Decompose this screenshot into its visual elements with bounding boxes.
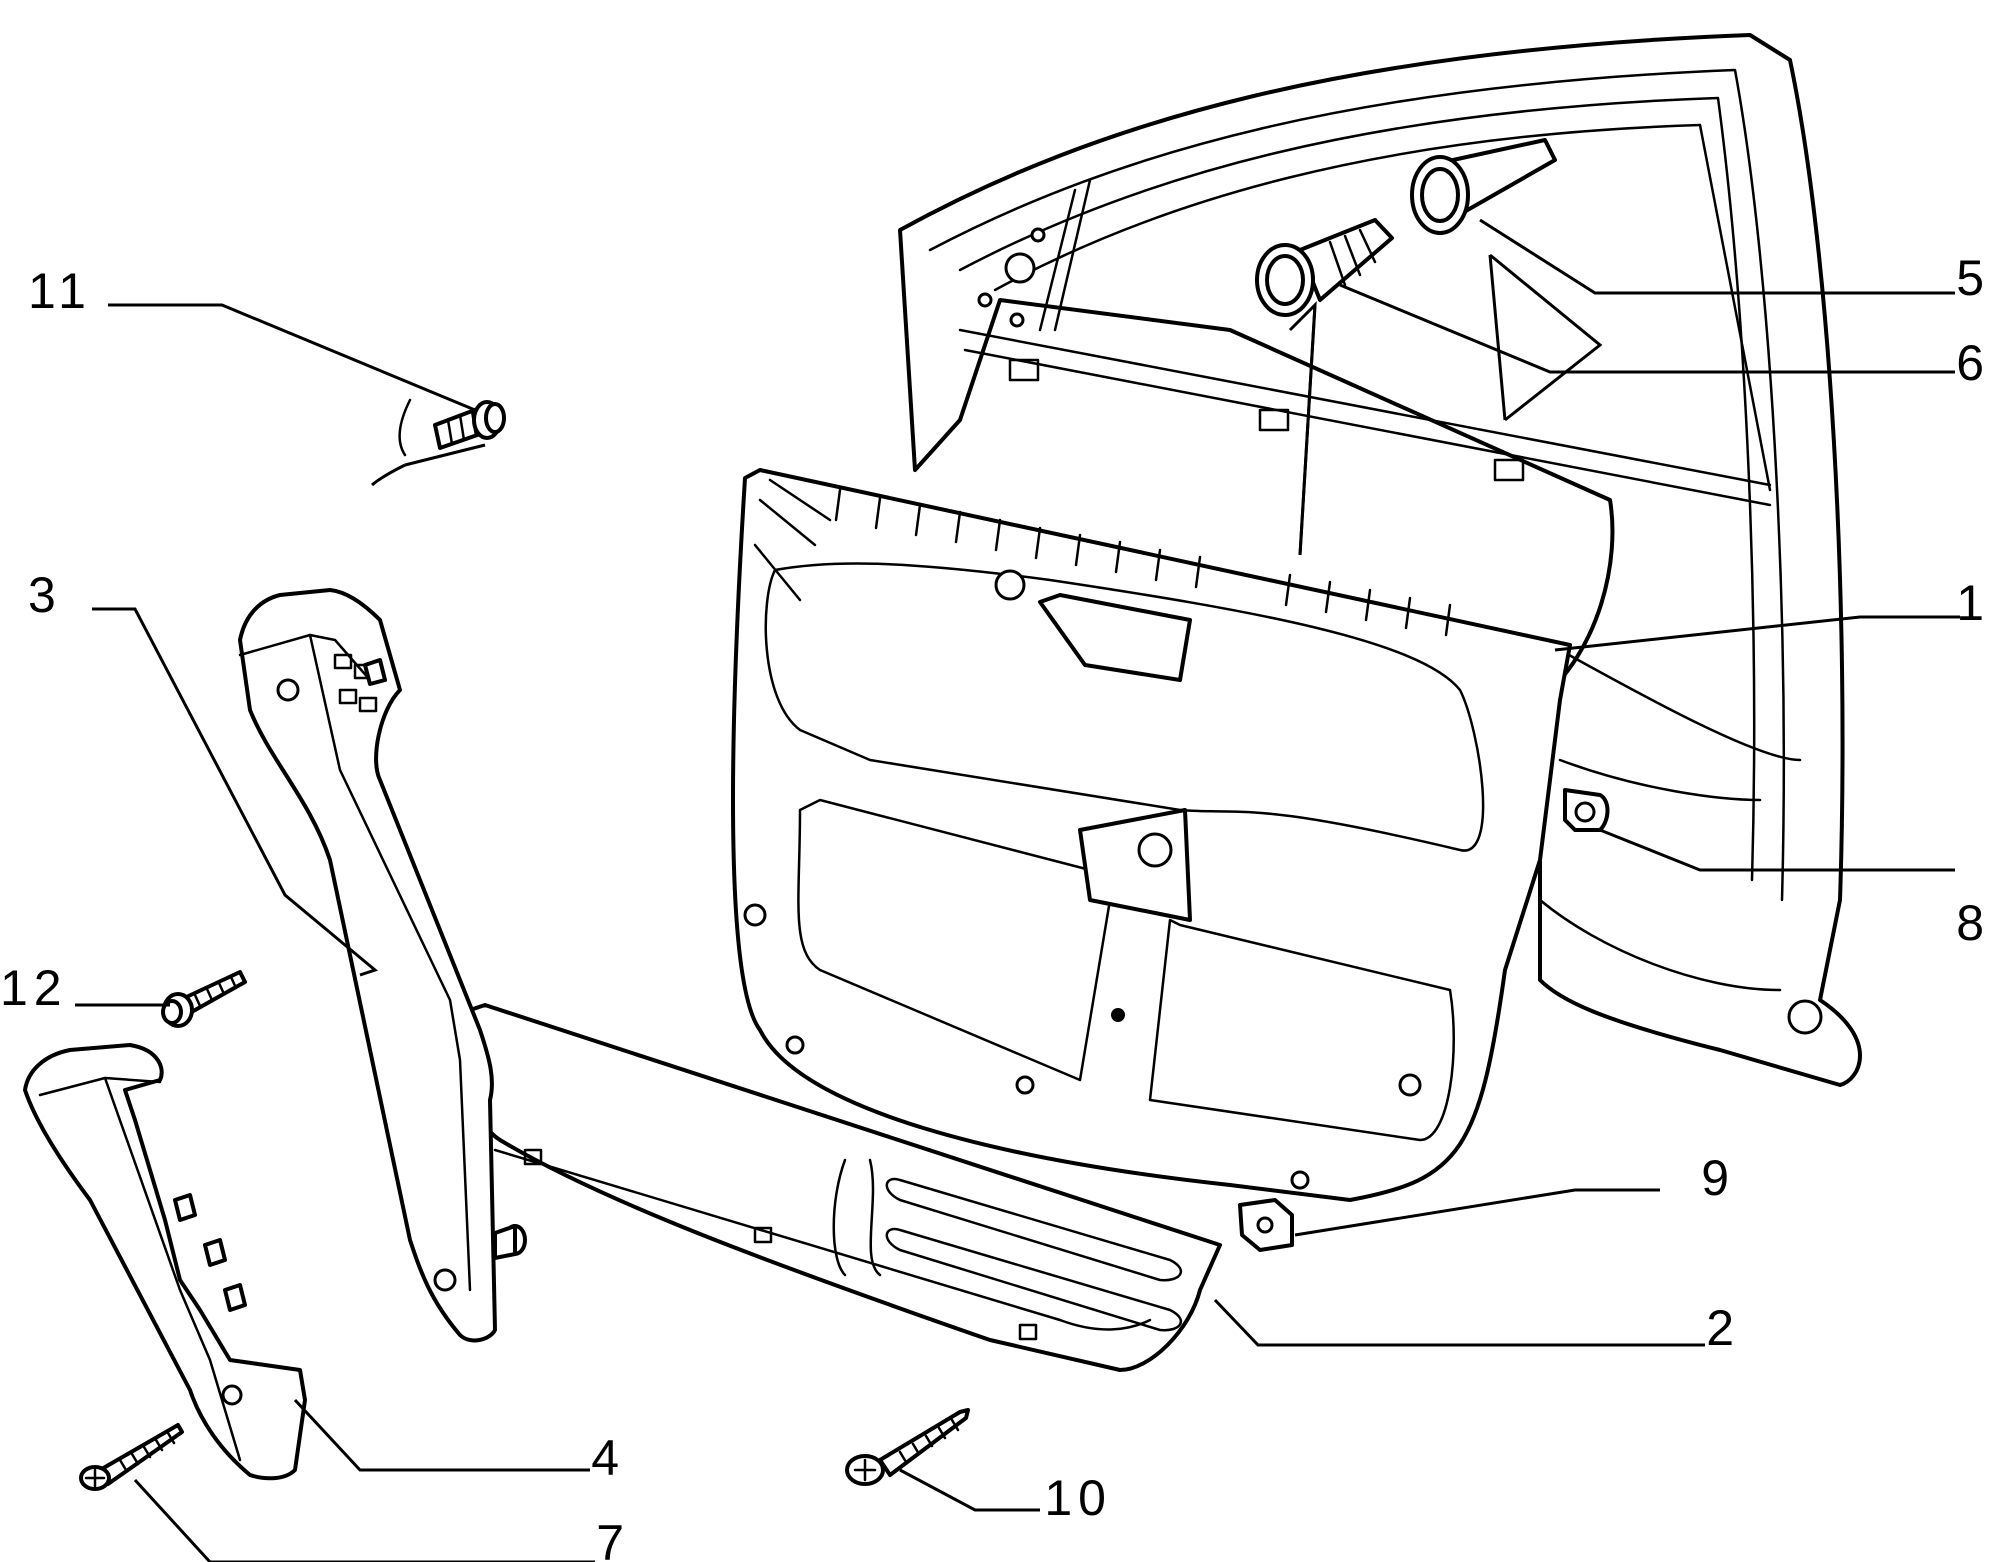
part-5-push-clip (1410, 138, 1557, 235)
part-8-clip (1563, 788, 1610, 832)
callout-8: 8 (1956, 895, 1990, 951)
part-11-bolt (398, 398, 506, 457)
leader-9 (1294, 1188, 1660, 1237)
leader-4 (293, 1398, 590, 1472)
part-10-screw (845, 1408, 970, 1486)
callout-10: 10 (1044, 1470, 1112, 1526)
callout-9: 9 (1701, 1150, 1735, 1206)
part-12-screw (161, 970, 247, 1028)
callout-4: 4 (591, 1430, 625, 1486)
part-6-ribbed-clip (1255, 218, 1394, 317)
callout-6: 6 (1956, 335, 1990, 391)
leader-3 (92, 607, 379, 977)
part-2-lower-trim (466, 1003, 1222, 1372)
callout-3: 3 (28, 567, 62, 623)
door-frame (898, 33, 1862, 1087)
leader-5 (1479, 218, 1955, 295)
part-4-handle-cover (23, 1043, 307, 1481)
leader-lines (75, 218, 1960, 1562)
part-3-armrest-bracket (238, 588, 527, 1343)
part-1-door-trim-panel (731, 468, 1572, 1202)
leader-1 (1554, 615, 1960, 652)
leader-11 (108, 303, 476, 412)
leader-8 (1599, 828, 1955, 872)
callout-12: 12 (0, 960, 68, 1016)
part-9-nut-clip (1238, 1198, 1294, 1252)
leader-6 (1339, 283, 1955, 374)
callout-11: 11 (28, 263, 92, 319)
callout-1: 1 (1956, 575, 1990, 631)
callout-2: 2 (1706, 1300, 1740, 1356)
leader-10 (899, 1468, 1040, 1512)
callout-7: 7 (596, 1515, 630, 1562)
callout-5: 5 (1956, 250, 1990, 306)
leader-7 (133, 1478, 595, 1562)
callout-labels: 1 2 3 4 5 6 7 8 9 10 11 12 (0, 250, 1990, 1562)
part-7-screw (79, 1423, 184, 1491)
leader-2 (1213, 1298, 1705, 1347)
